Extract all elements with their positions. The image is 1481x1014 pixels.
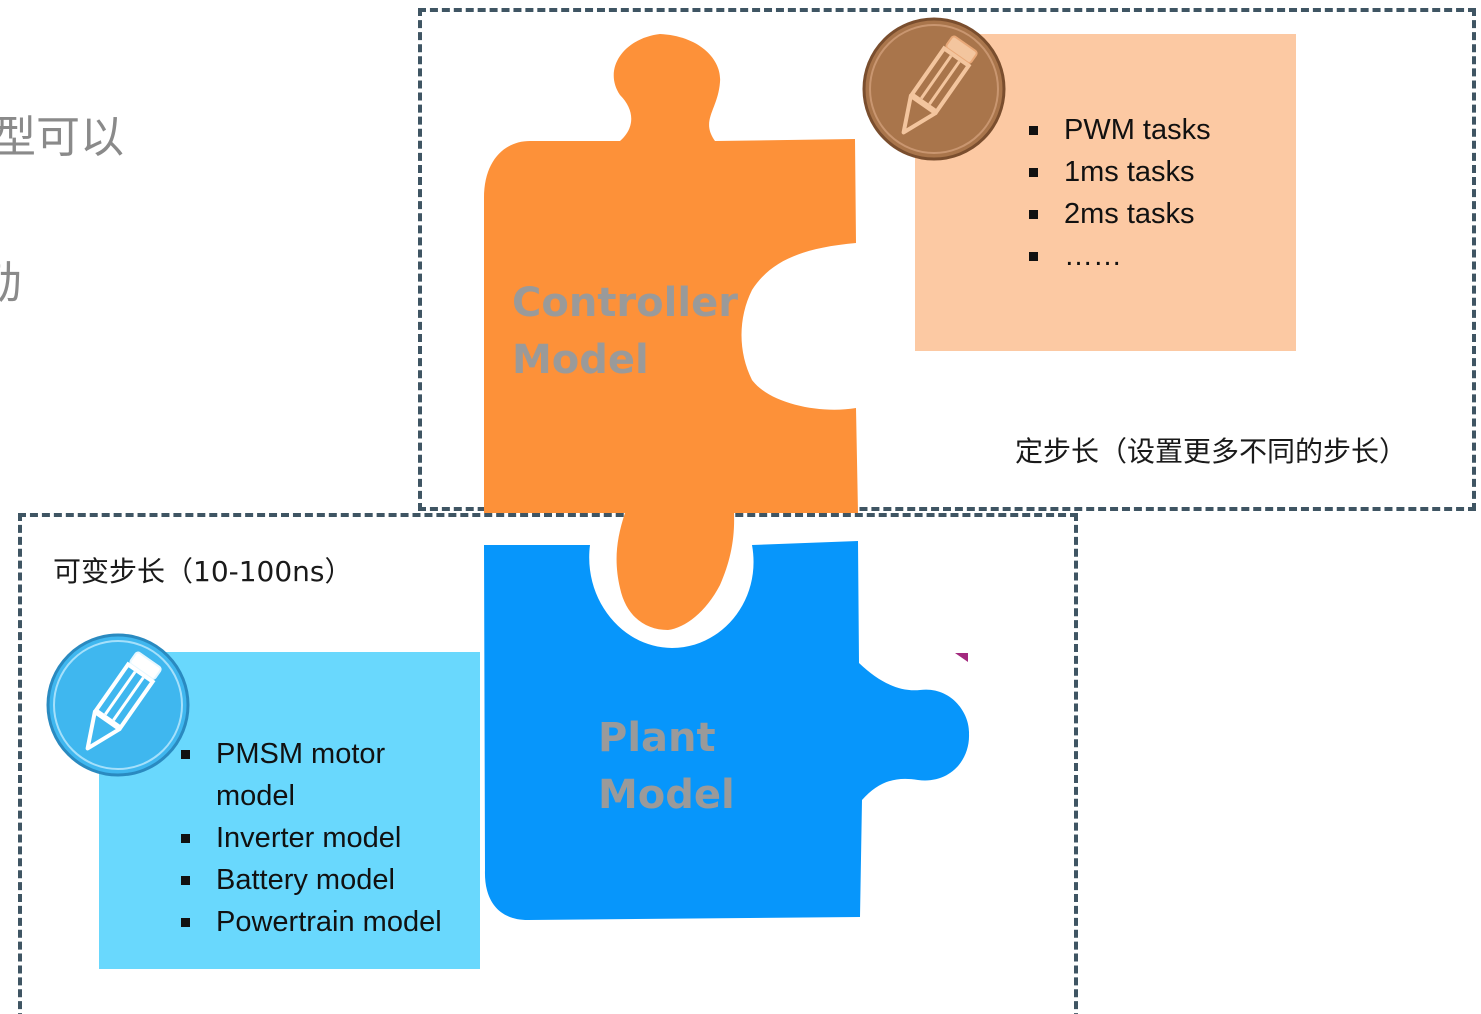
variable-step-caption: 可变步长（10-100ns） xyxy=(53,555,353,588)
accent-mark xyxy=(955,653,968,662)
controller-model-piece xyxy=(484,34,858,630)
list-item: 2ms tasks xyxy=(1029,193,1289,235)
background-text-fragment-2: 劢 xyxy=(0,262,22,306)
list-item: 1ms tasks xyxy=(1029,151,1289,193)
pencil-icon xyxy=(46,633,190,777)
pencil-icon xyxy=(862,17,1006,161)
list-item: PWM tasks xyxy=(1029,109,1289,151)
list-item: …… xyxy=(1029,235,1289,277)
fixed-step-caption: 定步长（设置更多不同的步长） xyxy=(1015,435,1408,468)
list-item: Inverter model xyxy=(181,817,471,859)
list-item: Battery model xyxy=(181,859,471,901)
fixed-step-region xyxy=(418,8,1476,511)
controller-model-label: Controller Model xyxy=(512,280,738,383)
list-item: PMSM motor model xyxy=(181,733,471,817)
plant-model-piece xyxy=(484,541,970,920)
background-text-fragment-1: 型可以 xyxy=(0,112,124,163)
plant-model-label: Plant Model xyxy=(598,715,735,818)
list-item: Powertrain model xyxy=(181,901,471,943)
variable-step-region xyxy=(18,513,1078,1014)
